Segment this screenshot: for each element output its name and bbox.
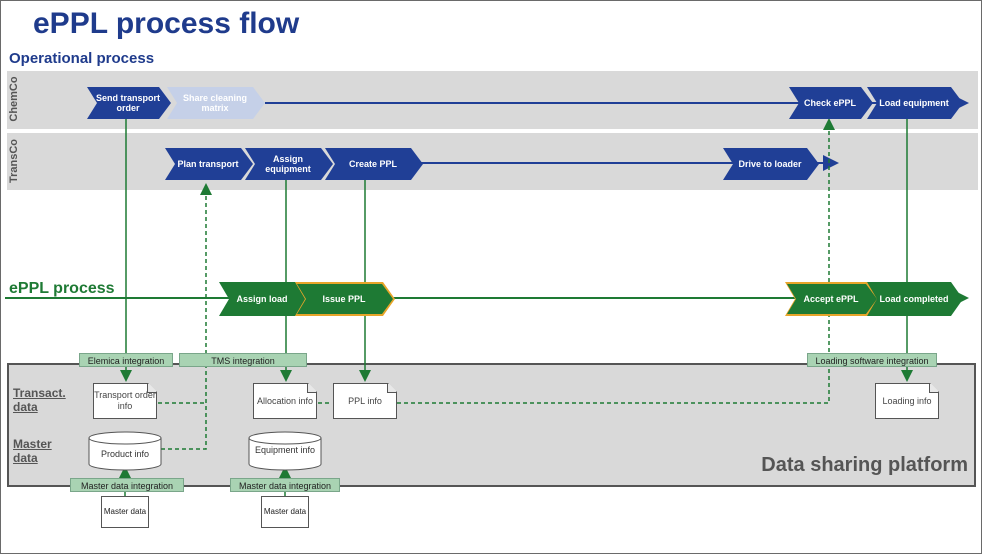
step-send-transport-order[interactable]: Send transport order — [87, 87, 171, 119]
equipment-info-cylinder — [248, 431, 322, 471]
step-issue-ppl-label: Issue PPL — [297, 284, 393, 314]
data-sharing-platform: Data sharing platform — [7, 363, 976, 487]
step-accept-eppl-label: Accept ePPL — [787, 284, 877, 314]
elemica-integration-tag: Elemica integration — [79, 353, 173, 367]
page-title: ePPL process flow — [33, 7, 300, 40]
master-data-label: Master data — [13, 437, 52, 465]
step-assign-load[interactable]: Assign load — [219, 282, 307, 316]
master-data-source-1: Master data — [101, 496, 149, 528]
master-data-source-2: Master data — [261, 496, 309, 528]
loading-info-doc: Loading info — [875, 383, 939, 419]
equipment-info-label: Equipment info — [254, 445, 316, 455]
product-info-cylinder — [88, 431, 162, 471]
step-load-completed[interactable]: Load completed — [867, 282, 963, 316]
allocation-info-doc: Allocation info — [253, 383, 317, 419]
step-load-equipment[interactable]: Load equipment — [867, 87, 963, 119]
step-share-cleaning-matrix[interactable]: Share cleaning matrix — [167, 87, 265, 119]
eppl-process-label: ePPL process — [9, 280, 115, 297]
step-plan-transport[interactable]: Plan transport — [165, 148, 253, 180]
step-issue-ppl[interactable]: Issue PPL — [295, 282, 395, 316]
loading-software-integration-tag: Loading software integration — [807, 353, 937, 367]
transact-data-label: Transact. data — [13, 386, 66, 414]
master-data-integration-tag-1: Master data integration — [70, 478, 184, 492]
transport-order-info-doc: Transport order info — [93, 383, 157, 419]
ppl-info-doc: PPL info — [333, 383, 397, 419]
tms-integration-tag: TMS integration — [179, 353, 307, 367]
platform-label: Data sharing platform — [761, 454, 968, 476]
step-drive-to-loader[interactable]: Drive to loader — [723, 148, 819, 180]
step-assign-equipment[interactable]: Assign equipment — [245, 148, 333, 180]
section-subtitle: Operational process — [9, 50, 155, 67]
step-check-eppl[interactable]: Check ePPL — [789, 87, 873, 119]
master-data-integration-tag-2: Master data integration — [230, 478, 340, 492]
step-accept-eppl[interactable]: Accept ePPL — [785, 282, 879, 316]
step-create-ppl[interactable]: Create PPL — [325, 148, 423, 180]
product-info-label: Product info — [100, 449, 150, 459]
